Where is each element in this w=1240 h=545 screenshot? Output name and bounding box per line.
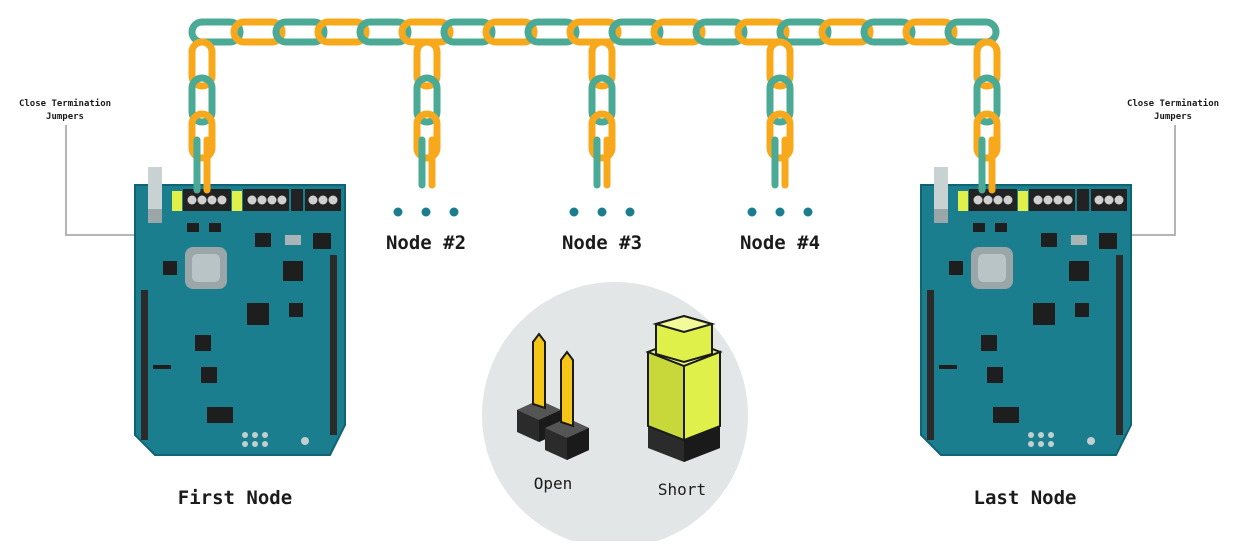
- bus-chain-link: [482, 18, 538, 46]
- drop-chain-link: [588, 74, 616, 126]
- bus-chain-link: [818, 18, 874, 46]
- drop-chain-link: [188, 110, 216, 162]
- bus-chain-link: [902, 18, 958, 46]
- node-4-dots: [747, 207, 813, 217]
- last-node-label: Last Node: [973, 487, 1077, 509]
- drop-chain-link: [766, 74, 794, 126]
- bus-chain-link: [314, 18, 370, 46]
- short-jumper-label: Short: [657, 480, 707, 499]
- bus-chain-link: [776, 18, 832, 46]
- node-2-label: Node #2: [385, 232, 467, 254]
- first-node-board: [134, 166, 346, 456]
- drop-chain-link: [588, 110, 616, 162]
- open-jumper-label: Open: [533, 474, 573, 493]
- drop-chain-link: [413, 74, 441, 126]
- drop-chain-link: [413, 110, 441, 162]
- bus-chain-link: [608, 18, 664, 46]
- bus-chain-link: [272, 18, 328, 46]
- short-jumper-icon: [645, 314, 723, 462]
- bus-chain-link: [734, 18, 790, 46]
- drop-chain-link: [766, 110, 794, 162]
- node-3-label: Node #3: [561, 232, 643, 254]
- drop-chain-link: [188, 74, 216, 126]
- twisted-pair-bus: [188, 18, 1001, 194]
- node-2-dots: [393, 207, 459, 217]
- bus-chain-link: [524, 18, 580, 46]
- node-3-dots: [569, 207, 635, 217]
- bus-chain-link: [356, 18, 412, 46]
- drop-chain-link: [766, 38, 794, 90]
- drop-chain-link: [413, 38, 441, 90]
- last-node-board: [920, 166, 1132, 456]
- drop-chain-link: [973, 74, 1001, 126]
- bus-chain-link: [230, 18, 286, 46]
- node-4-label: Node #4: [739, 232, 821, 254]
- bus-chain-link: [692, 18, 748, 46]
- bus-chain-link: [650, 18, 706, 46]
- bus-chain-link: [188, 18, 244, 46]
- right-termination-callout: Close Termination Jumpers: [1126, 99, 1220, 122]
- drop-chain-link: [973, 110, 1001, 162]
- left-termination-callout: Close Termination Jumpers: [18, 99, 112, 122]
- bus-chain-link: [860, 18, 916, 46]
- bus-chain-link: [944, 18, 1000, 46]
- drop-chain-link: [973, 38, 1001, 90]
- drop-chain-link: [188, 38, 216, 90]
- first-node-label: First Node: [177, 487, 293, 509]
- bus-chain-link: [440, 18, 496, 46]
- drop-chain-link: [588, 38, 616, 90]
